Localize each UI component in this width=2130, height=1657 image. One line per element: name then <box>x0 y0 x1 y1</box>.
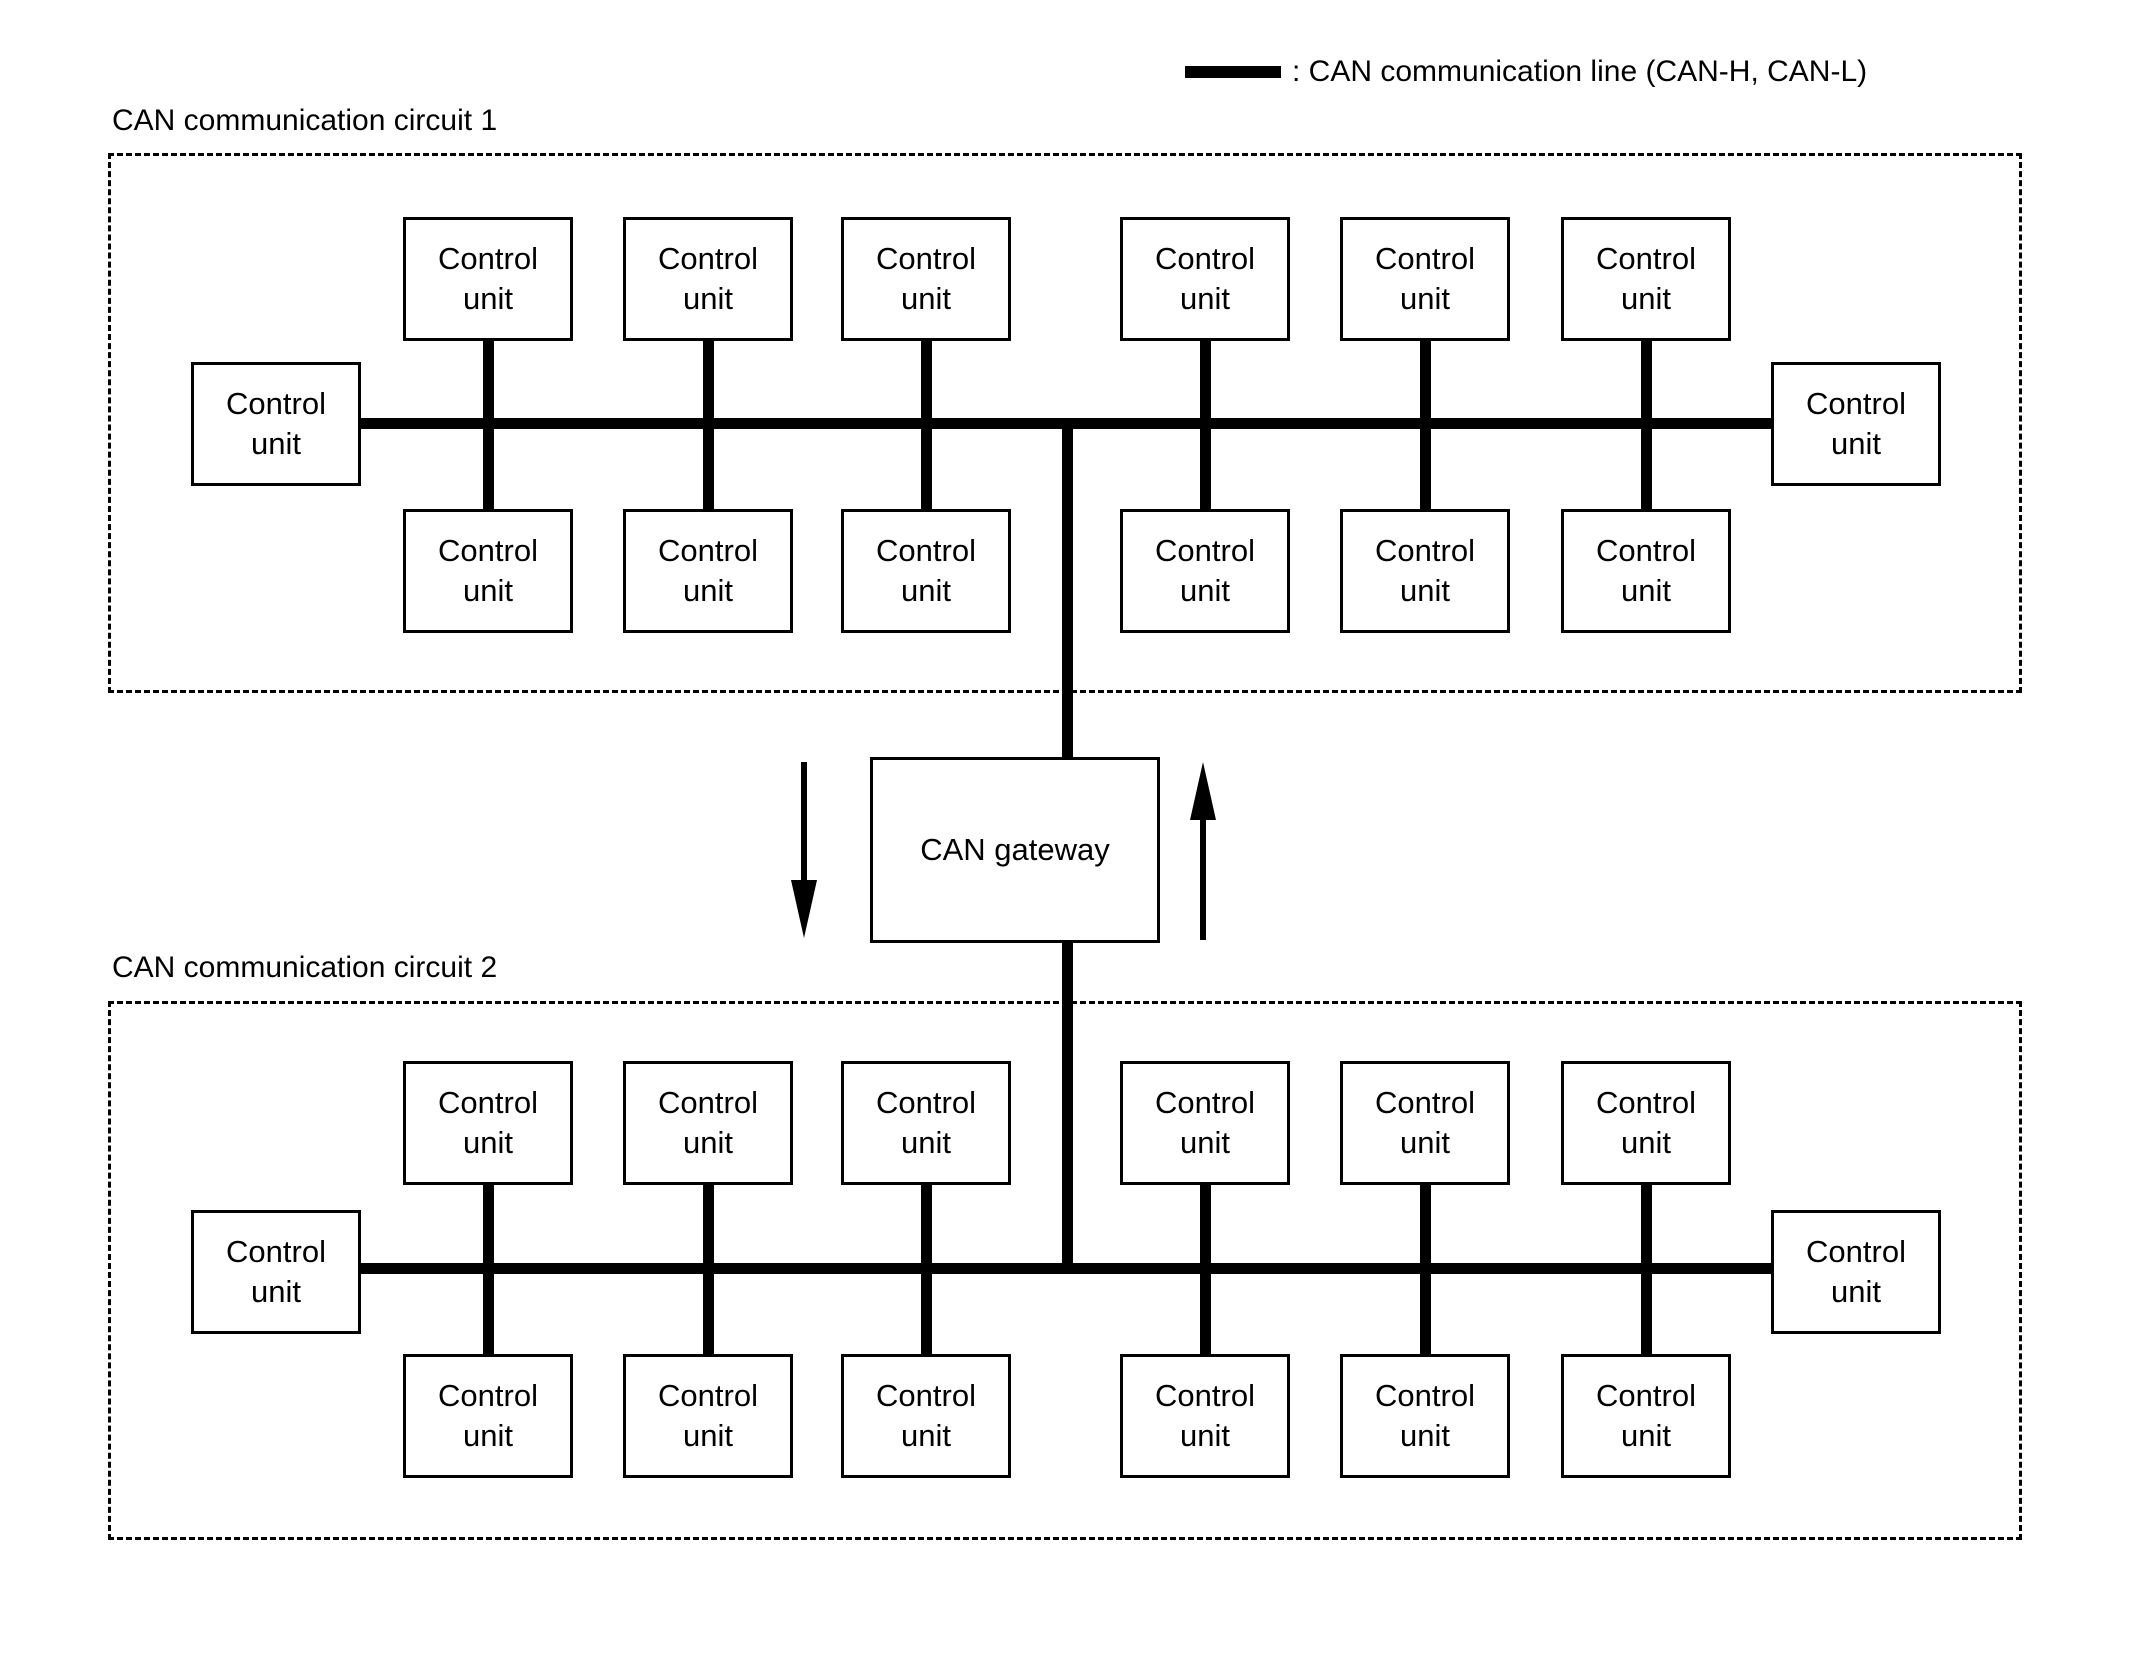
down-arrow-shaft <box>801 762 807 884</box>
control-unit-label: Control unit <box>438 241 538 316</box>
can-stub-line <box>921 1267 932 1357</box>
control-unit-label: Control unit <box>876 1085 976 1160</box>
can-gateway-label: CAN gateway <box>920 832 1110 867</box>
control-unit-box: Control unit <box>403 1354 573 1478</box>
control-unit-label: Control unit <box>438 533 538 608</box>
up-arrow-shaft <box>1200 818 1206 940</box>
control-unit-label: Control unit <box>1375 1378 1475 1453</box>
control-unit-box: Control unit <box>623 1354 793 1478</box>
can-stub-line <box>1420 1181 1431 1273</box>
control-unit-label: Control unit <box>876 241 976 316</box>
control-unit-box: Control unit <box>1561 217 1731 341</box>
control-unit-label: Control unit <box>1596 241 1696 316</box>
down-arrow-head <box>791 880 817 938</box>
control-unit-box: Control unit <box>1561 1354 1731 1478</box>
control-unit-label: Control unit <box>438 1378 538 1453</box>
can-stub-line <box>703 337 714 429</box>
can-stub-line <box>703 1181 714 1273</box>
can-stub-line <box>1420 423 1431 513</box>
can-stub-line <box>921 423 932 513</box>
control-unit-label: Control unit <box>1155 1085 1255 1160</box>
can-stub-line <box>1420 1267 1431 1357</box>
can-stub-line <box>1641 423 1652 513</box>
gateway-connector-lower <box>1062 941 1073 1271</box>
control-unit-box: Control unit <box>1771 362 1941 486</box>
circuit1-title: CAN communication circuit 1 <box>112 104 498 137</box>
can-stub-line <box>921 1181 932 1273</box>
control-unit-box: Control unit <box>403 1061 573 1185</box>
can-line-legend-swatch <box>1185 66 1281 78</box>
control-unit-box: Control unit <box>623 217 793 341</box>
can-stub-line <box>1420 337 1431 429</box>
can-stub-line <box>1200 1267 1211 1357</box>
can-stub-line <box>1641 337 1652 429</box>
legend-label: : CAN communication line (CAN-H, CAN-L) <box>1292 55 1868 88</box>
control-unit-label: Control unit <box>658 241 758 316</box>
control-unit-box: Control unit <box>1340 217 1510 341</box>
can-stub-line <box>1200 1181 1211 1273</box>
control-unit-box: Control unit <box>623 1061 793 1185</box>
can-stub-line <box>483 1181 494 1273</box>
control-unit-label: Control unit <box>1155 241 1255 316</box>
control-unit-box: Control unit <box>1340 1061 1510 1185</box>
control-unit-label: Control unit <box>658 533 758 608</box>
control-unit-label: Control unit <box>658 1085 758 1160</box>
gateway-connector-upper <box>1062 423 1073 759</box>
control-unit-box: Control unit <box>191 1210 361 1334</box>
control-unit-label: Control unit <box>1375 1085 1475 1160</box>
can-stub-line <box>703 423 714 513</box>
control-unit-box: Control unit <box>623 509 793 633</box>
control-unit-label: Control unit <box>226 386 326 461</box>
control-unit-label: Control unit <box>658 1378 758 1453</box>
control-unit-label: Control unit <box>1375 241 1475 316</box>
circuit2-title: CAN communication circuit 2 <box>112 951 498 984</box>
control-unit-label: Control unit <box>1375 533 1475 608</box>
can-stub-line <box>1200 337 1211 429</box>
control-unit-label: Control unit <box>1806 1234 1906 1309</box>
can-stub-line <box>483 423 494 513</box>
can-stub-line <box>921 337 932 429</box>
control-unit-box: Control unit <box>403 509 573 633</box>
control-unit-label: Control unit <box>226 1234 326 1309</box>
control-unit-box: Control unit <box>403 217 573 341</box>
control-unit-box: Control unit <box>1120 1061 1290 1185</box>
control-unit-box: Control unit <box>1340 509 1510 633</box>
control-unit-label: Control unit <box>1596 1085 1696 1160</box>
control-unit-label: Control unit <box>1806 386 1906 461</box>
control-unit-label: Control unit <box>1155 1378 1255 1453</box>
can-gateway-box: CAN gateway <box>870 757 1160 943</box>
control-unit-box: Control unit <box>1120 509 1290 633</box>
control-unit-box: Control unit <box>191 362 361 486</box>
control-unit-box: Control unit <box>841 217 1011 341</box>
can-stub-line <box>1641 1267 1652 1357</box>
control-unit-box: Control unit <box>841 509 1011 633</box>
can-stub-line <box>703 1267 714 1357</box>
control-unit-box: Control unit <box>1340 1354 1510 1478</box>
control-unit-label: Control unit <box>876 533 976 608</box>
control-unit-label: Control unit <box>1596 533 1696 608</box>
control-unit-label: Control unit <box>1155 533 1255 608</box>
up-arrow-head <box>1190 762 1216 820</box>
control-unit-box: Control unit <box>1120 1354 1290 1478</box>
control-unit-box: Control unit <box>1561 509 1731 633</box>
control-unit-label: Control unit <box>438 1085 538 1160</box>
control-unit-label: Control unit <box>1596 1378 1696 1453</box>
control-unit-box: Control unit <box>1120 217 1290 341</box>
control-unit-box: Control unit <box>1771 1210 1941 1334</box>
control-unit-box: Control unit <box>841 1061 1011 1185</box>
can-stub-line <box>483 337 494 429</box>
can-stub-line <box>483 1267 494 1357</box>
control-unit-box: Control unit <box>841 1354 1011 1478</box>
control-unit-box: Control unit <box>1561 1061 1731 1185</box>
can-stub-line <box>1200 423 1211 513</box>
can-stub-line <box>1641 1181 1652 1273</box>
control-unit-label: Control unit <box>876 1378 976 1453</box>
